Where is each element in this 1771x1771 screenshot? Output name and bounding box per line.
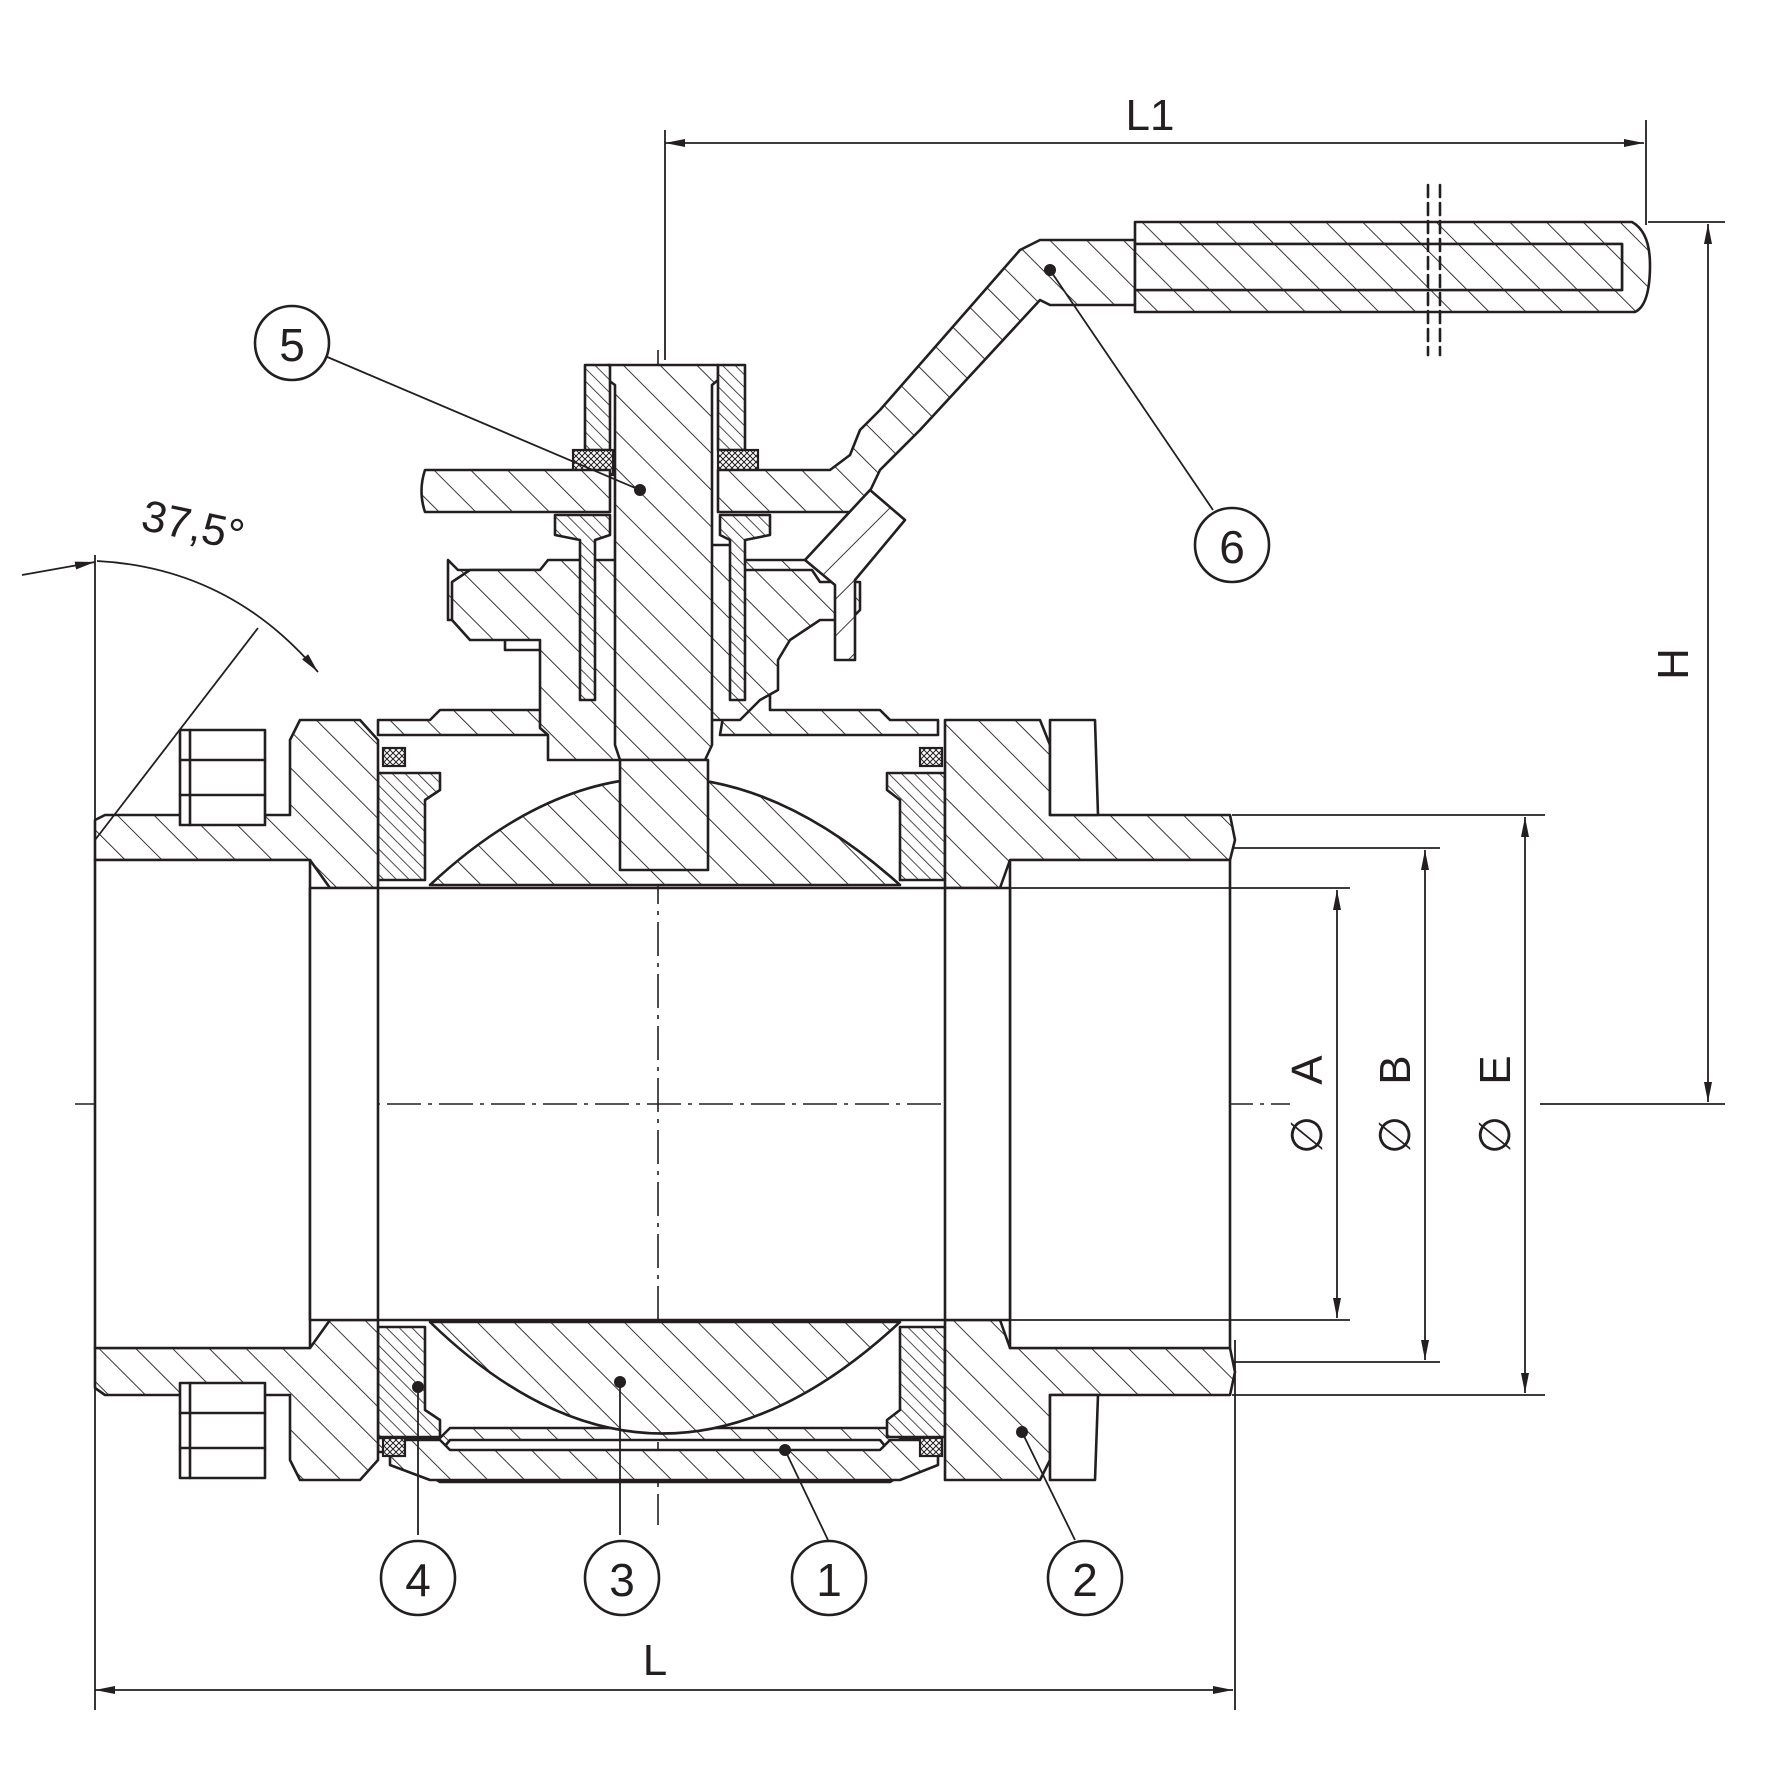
dim-label-B-group: ∅ B — [1371, 1055, 1420, 1154]
balloon-1-label: 1 — [816, 1554, 842, 1606]
ball-bottom — [428, 1320, 902, 1435]
leader-dot-2 — [1016, 1426, 1028, 1438]
ball — [376, 776, 947, 1435]
leader-dot-3 — [614, 1376, 626, 1388]
handle-grip — [1133, 242, 1624, 292]
body-seal-top-left — [381, 746, 407, 768]
end-cap-right — [943, 718, 1237, 1482]
body-seal-bottom-left — [381, 1436, 407, 1458]
seat-bottom-left — [376, 1325, 442, 1439]
handle-arm — [716, 238, 1137, 514]
dim-label-angle: 37,5° — [137, 491, 248, 560]
balloon-5 — [253, 304, 331, 382]
stop-plate — [420, 468, 612, 514]
balloon-4-label: 4 — [405, 1554, 431, 1606]
angle-arc — [96, 560, 319, 673]
balloon-5-label: 5 — [279, 319, 305, 371]
end-cap-left-bore — [93, 858, 312, 1350]
handle-sleeve — [1133, 220, 1652, 314]
leader-6 — [1049, 269, 1214, 511]
balloon-3-label: 3 — [609, 1554, 635, 1606]
leader-dot-4 — [412, 1381, 424, 1393]
end-cap-right-bore — [1008, 858, 1232, 1350]
bolt-head-top-left — [178, 728, 267, 827]
dim-label-E-group: ∅ E — [1471, 1055, 1520, 1154]
stem-nut-left — [583, 363, 612, 452]
body-seal-bottom-right — [918, 1436, 944, 1458]
lock-plate — [803, 488, 907, 662]
seat-top-right — [885, 771, 947, 882]
bolt-head-top-left-lines — [178, 728, 267, 827]
seats — [376, 746, 947, 1458]
balloon-1 — [790, 1539, 868, 1617]
dim-label-A: A — [1283, 1055, 1332, 1085]
gland-right — [718, 513, 772, 702]
end-cap-left — [93, 718, 380, 1482]
stem-body — [606, 363, 720, 762]
end-cap-right-step — [943, 886, 1012, 1322]
bolt-head-bottom-left — [178, 1381, 267, 1480]
leader-dot-5 — [634, 484, 646, 496]
diameter-symbol-E: ∅ — [1471, 1116, 1520, 1154]
handle — [420, 183, 1652, 662]
body-seal-top-right — [918, 746, 944, 768]
dim-label-L1: L1 — [1126, 91, 1175, 140]
balloon-6 — [1193, 506, 1271, 584]
leader-5 — [324, 355, 641, 491]
leader-2 — [1021, 1431, 1076, 1541]
diameter-symbol-B: ∅ — [1371, 1116, 1420, 1154]
end-cap-left-bottom — [93, 1318, 380, 1482]
dim-label-E: E — [1471, 1055, 1520, 1084]
body-bottom-wall — [388, 1438, 940, 1482]
dim-label-L: L — [643, 1636, 667, 1685]
seat-bottom-right — [885, 1325, 947, 1439]
seat-top-left — [376, 771, 442, 882]
nut-top-right — [1048, 718, 1100, 817]
balloon-2 — [1046, 1539, 1124, 1617]
stem-nut-right — [716, 363, 747, 452]
end-cap-right-bottom — [943, 1318, 1237, 1482]
balloon-4 — [379, 1539, 457, 1617]
angle-ext-line — [94, 627, 259, 841]
bolt-head-bottom-left-lines — [178, 1381, 267, 1480]
angle-arrow-left — [21, 561, 96, 576]
stem-tang — [618, 758, 710, 872]
balloon-2-label: 2 — [1072, 1554, 1098, 1606]
dim-label-H: H — [1649, 648, 1698, 680]
part-callouts: 1 2 3 4 5 6 — [253, 264, 1271, 1617]
dim-label-B: B — [1371, 1055, 1420, 1084]
balloon-3 — [583, 1539, 661, 1617]
leader-dot-6 — [1044, 264, 1056, 276]
end-cap-left-step — [308, 886, 380, 1322]
diameter-symbol-A: ∅ — [1283, 1116, 1332, 1154]
leader-dot-1 — [779, 1444, 791, 1456]
balloon-6-label: 6 — [1219, 521, 1245, 573]
nut-bottom-right — [1048, 1393, 1100, 1482]
stem — [553, 363, 772, 872]
dim-label-A-group: ∅ A — [1283, 1055, 1332, 1154]
gland-left — [553, 513, 612, 702]
leader-1 — [784, 1449, 829, 1541]
